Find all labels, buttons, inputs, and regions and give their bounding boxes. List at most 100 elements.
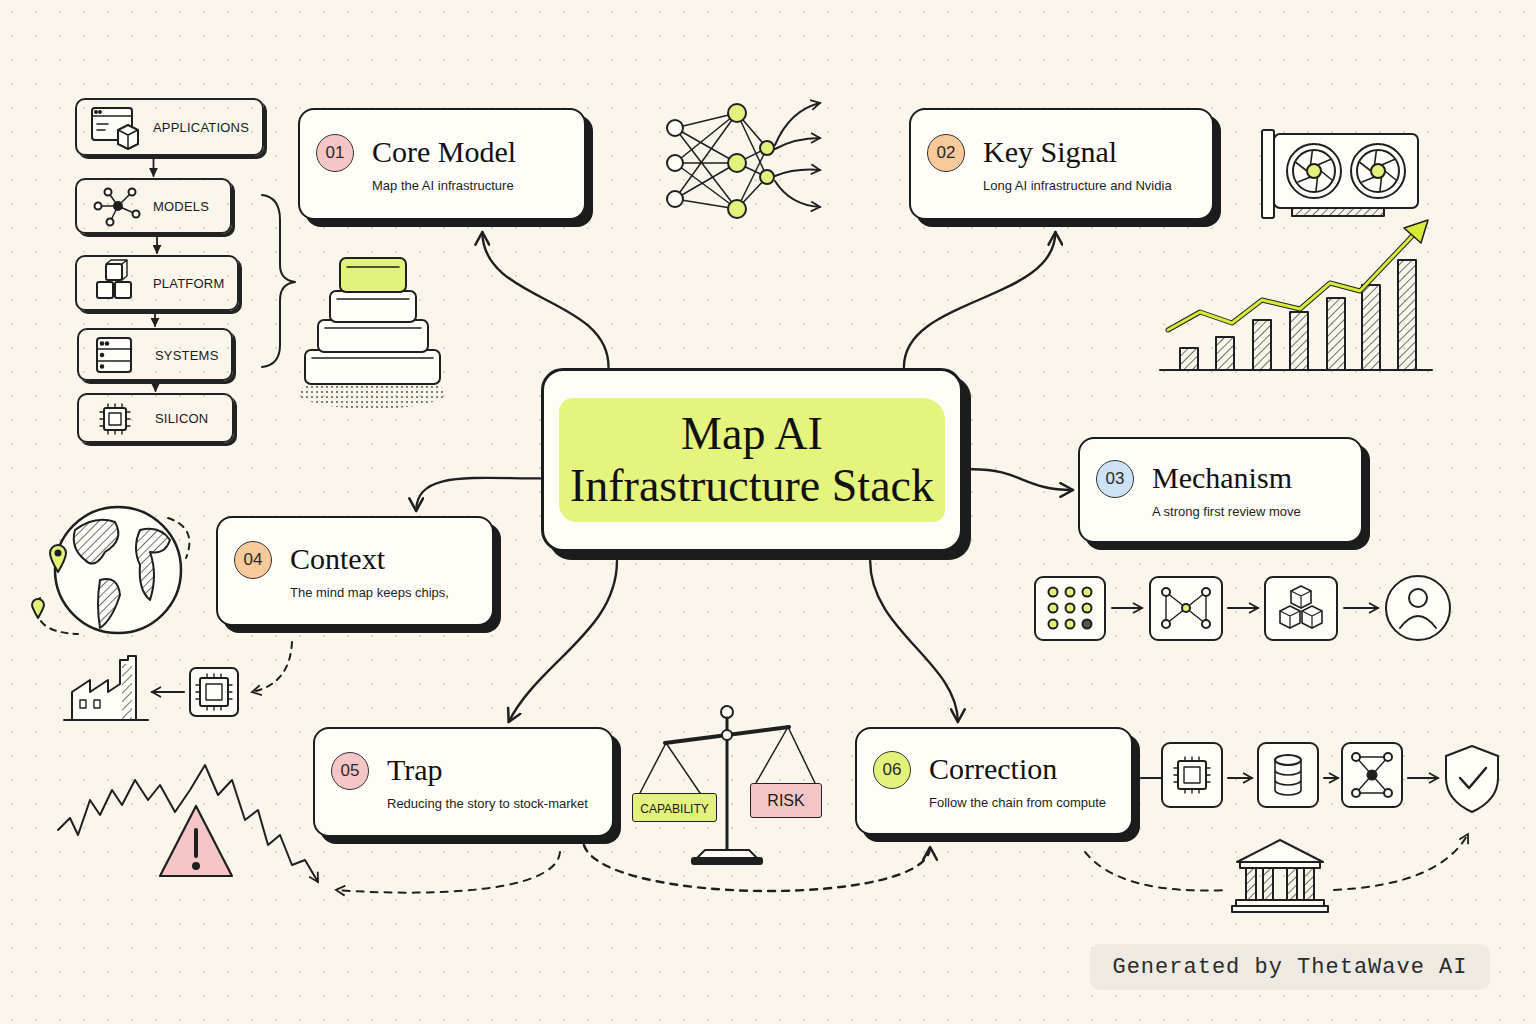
balance-scale [692, 858, 762, 864]
mechanism-chain [1049, 620, 1058, 629]
correction-chain [1232, 906, 1328, 912]
globe-illustration [72, 656, 136, 720]
dashed-connector [584, 845, 930, 891]
card-title-row: 02Key Signal [927, 134, 1172, 172]
mechanism-chain [1202, 588, 1210, 596]
stack-layer-box-content: MODELS [153, 197, 209, 215]
correction-chain [1275, 755, 1301, 765]
gpu-card-icon [1262, 130, 1274, 218]
card-heading: Context [290, 542, 385, 577]
globe-illustration [152, 691, 184, 693]
correction-chain [1085, 743, 1498, 912]
card-body-text: Long AI infrastructure and Nvidia [983, 178, 1172, 195]
globe-illustration [122, 664, 132, 720]
correction-chain [1246, 868, 1256, 900]
correction-chain [1141, 777, 1161, 779]
branch-card-content: 06CorrectionFollow the chain from comput… [873, 751, 1106, 812]
mechanism-chain [1162, 620, 1170, 628]
callout-number: 05 [331, 752, 369, 790]
correction-chain [1162, 743, 1222, 807]
chip-icon [104, 408, 126, 430]
mechanism-chain [1035, 577, 1105, 640]
card-body-text: Follow the chain from compute [929, 795, 1106, 812]
card-body-text: Map the AI infrastructure [372, 178, 516, 195]
callout-number: 06 [873, 751, 911, 789]
layer-name: SILICON [155, 411, 208, 426]
mechanism-chain [1066, 588, 1075, 597]
neural-net-icon [760, 141, 774, 155]
model-network-icon [133, 211, 140, 218]
correction-chain [1460, 768, 1486, 788]
neural-net-icon [775, 170, 820, 176]
mechanism-chain [1049, 604, 1058, 613]
chip-icon [100, 404, 130, 434]
connector-arrow [509, 561, 617, 722]
layer-pyramid [312, 357, 433, 359]
correction-chain [1287, 868, 1297, 900]
connector-arrow [482, 232, 608, 367]
app-icon [118, 125, 138, 149]
connector-arrow [155, 384, 157, 391]
branch-card: 01Core ModelMap the AI infrastructure [298, 108, 586, 220]
central-title: Map AI Infrastructure Stack [559, 398, 945, 521]
card-title-row: 05 Trap [331, 752, 588, 790]
correction-chain [1356, 757, 1388, 793]
correction-chain [1352, 753, 1360, 761]
correction-chain [1178, 761, 1206, 789]
connector-arrow [870, 561, 958, 722]
globe-illustration [74, 520, 119, 564]
scale-tag-content: CAPABILITY [640, 799, 708, 817]
platform-cubes-icon [97, 282, 113, 298]
card-title-row: 03Mechanism [1096, 460, 1301, 498]
layer-pyramid [318, 320, 428, 352]
growth-bar-chart [1404, 220, 1428, 243]
gpu-card-icon [1292, 208, 1384, 216]
mechanism-chain [1162, 588, 1170, 596]
correction-chain [1275, 760, 1301, 795]
connector-arrow [972, 469, 1073, 490]
neural-net-icon [728, 154, 746, 172]
stack-layer-box-content: SILICON [155, 409, 208, 427]
card-heading: Mechanism [1152, 461, 1292, 496]
chip-icon [100, 404, 130, 434]
stack-layer-box-content: SYSTEMS [155, 346, 219, 364]
balance-scale [721, 706, 733, 718]
brace [262, 195, 295, 367]
watermark: Generated by ThetaWave AI [1090, 944, 1490, 990]
mechanism-chain [1344, 607, 1378, 609]
app-icon [99, 111, 101, 113]
gpu-card-icon [1287, 144, 1341, 198]
mechanism-chain [1386, 576, 1450, 640]
correction-chain [1228, 777, 1252, 779]
card-title-row: 04Context [234, 541, 449, 579]
crash-line-chart [160, 806, 232, 876]
correction-chain [1342, 743, 1402, 807]
layer-name: SYSTEMS [155, 348, 219, 363]
card-heading: Trap [387, 753, 443, 788]
correction-chain [1384, 753, 1392, 761]
card-heading: Core Model [372, 135, 516, 170]
layer-pyramid [298, 258, 446, 409]
neural-net-icon [728, 200, 746, 218]
globe-illustration [190, 668, 238, 716]
balance-scale [665, 727, 789, 743]
callout-number: 02 [927, 134, 965, 172]
illustration-layer [32, 103, 1498, 912]
branch-card-content: 05TrapReducing the story to stock-market [331, 752, 588, 813]
growth-bar-chart [1362, 285, 1380, 370]
layer-pyramid [340, 258, 406, 292]
layer-name: PLATFORM [153, 276, 224, 291]
gpu-card-icon [1296, 151, 1332, 191]
growth-bar-chart [1216, 337, 1234, 370]
mechanism-chain [1182, 604, 1190, 612]
globe-illustration [55, 507, 181, 633]
model-network-icon [95, 203, 102, 210]
mechanism-chain [1409, 589, 1427, 607]
model-network-icon [95, 189, 140, 226]
correction-chain [1304, 868, 1314, 900]
globe-illustration [252, 642, 292, 692]
scale-tag-content: RISK [767, 792, 804, 810]
correction-chain [1085, 852, 1226, 891]
